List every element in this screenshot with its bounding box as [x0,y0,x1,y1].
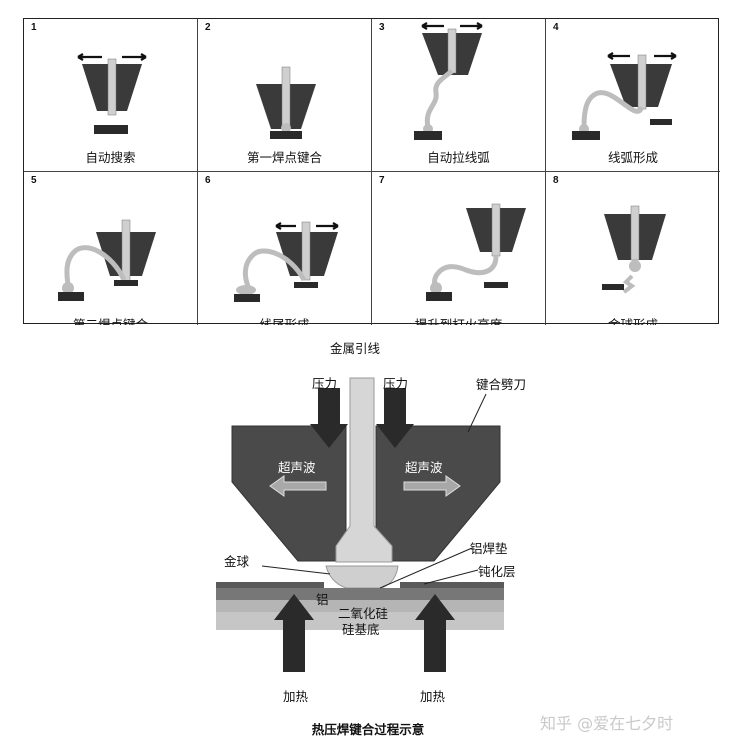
step-label: 提升到打火高度 [414,317,503,325]
heat-left-label: 加热 [283,689,309,704]
step-panel-5: 5 第二焊点键合 [24,172,198,325]
ultrasonic-left-label: 超声波 [278,460,316,475]
heat-arrow-left [274,594,314,672]
step-1-illustration [77,53,147,134]
ultrasonic-arrow-left [269,475,327,497]
leader-al-pad [379,547,473,589]
figure-caption: 热压焊键合过程示意 [311,722,425,737]
step-6-illustration [234,221,339,302]
step-2-illustration [256,66,316,139]
passivation-right [400,582,504,588]
step-label: 金球形成 [607,317,658,325]
step-panel-6: 6 线尾形成 [198,172,372,325]
step-8-illustration [602,205,666,294]
pressure-left-label: 压力 [312,376,338,391]
step-panel-3: 3 自动拉线弧 [372,19,546,172]
step-label: 自动搜索 [85,150,136,165]
al-pad-label: 铝焊垫 [470,541,508,556]
ultrasonic-right-label: 超声波 [405,460,443,475]
step-number: 2 [205,22,211,33]
process-steps-grid: 1 自动搜索 2 第一焊点键合 3 [23,18,720,325]
aluminum-label: 铝 [316,592,329,607]
step-panel-8: 8 金球形成 [546,172,720,325]
passivation-label: 钝化层 [478,564,516,579]
step-4-illustration [572,52,677,140]
leader-capillary [467,393,487,433]
leader-gold-ball [261,565,331,575]
step-number: 8 [553,175,559,186]
step-label: 第一焊点键合 [246,150,322,165]
gold-ball-label: 金球 [224,554,250,569]
step-number: 3 [379,22,385,33]
step-7-illustration [426,203,526,301]
pressure-arrow-right [376,388,414,448]
step-3-illustration [414,22,483,140]
step-label: 自动拉线弧 [427,150,490,165]
step-panel-4: 4 线弧形成 [546,19,720,172]
metal-wire-label: 金属引线 [330,341,381,356]
step-panel-2: 2 第一焊点键合 [198,19,372,172]
step-5-illustration [58,219,156,301]
step-label: 线尾形成 [259,317,310,325]
step-number: 6 [205,175,211,186]
step-number: 5 [31,175,37,186]
heat-right-label: 加热 [420,689,446,704]
heat-arrow-right [415,594,455,672]
passivation-left [216,582,324,588]
step-label: 线弧形成 [607,150,658,165]
sio2-label: 二氧化硅 [338,606,389,621]
watermark: 知乎 @爱在七夕时 [540,714,674,733]
step-number: 1 [31,22,37,33]
bonding-detail-diagram [216,377,504,672]
si-substrate-label: 硅基底 [342,622,380,637]
leader-passivation [423,569,479,585]
step-label: 第二焊点键合 [72,317,148,325]
step-panel-7: 7 提升到打火高度 [372,172,546,325]
pressure-arrow-left [310,388,348,448]
ultrasonic-arrow-right [403,475,461,497]
metal-wire [335,377,393,563]
pressure-right-label: 压力 [383,376,409,391]
aluminum-layer [216,588,504,600]
step-panel-1: 1 自动搜索 [24,19,198,172]
step-number: 7 [379,175,385,186]
capillary-label: 键合劈刀 [476,377,527,392]
step-number: 4 [553,22,559,33]
